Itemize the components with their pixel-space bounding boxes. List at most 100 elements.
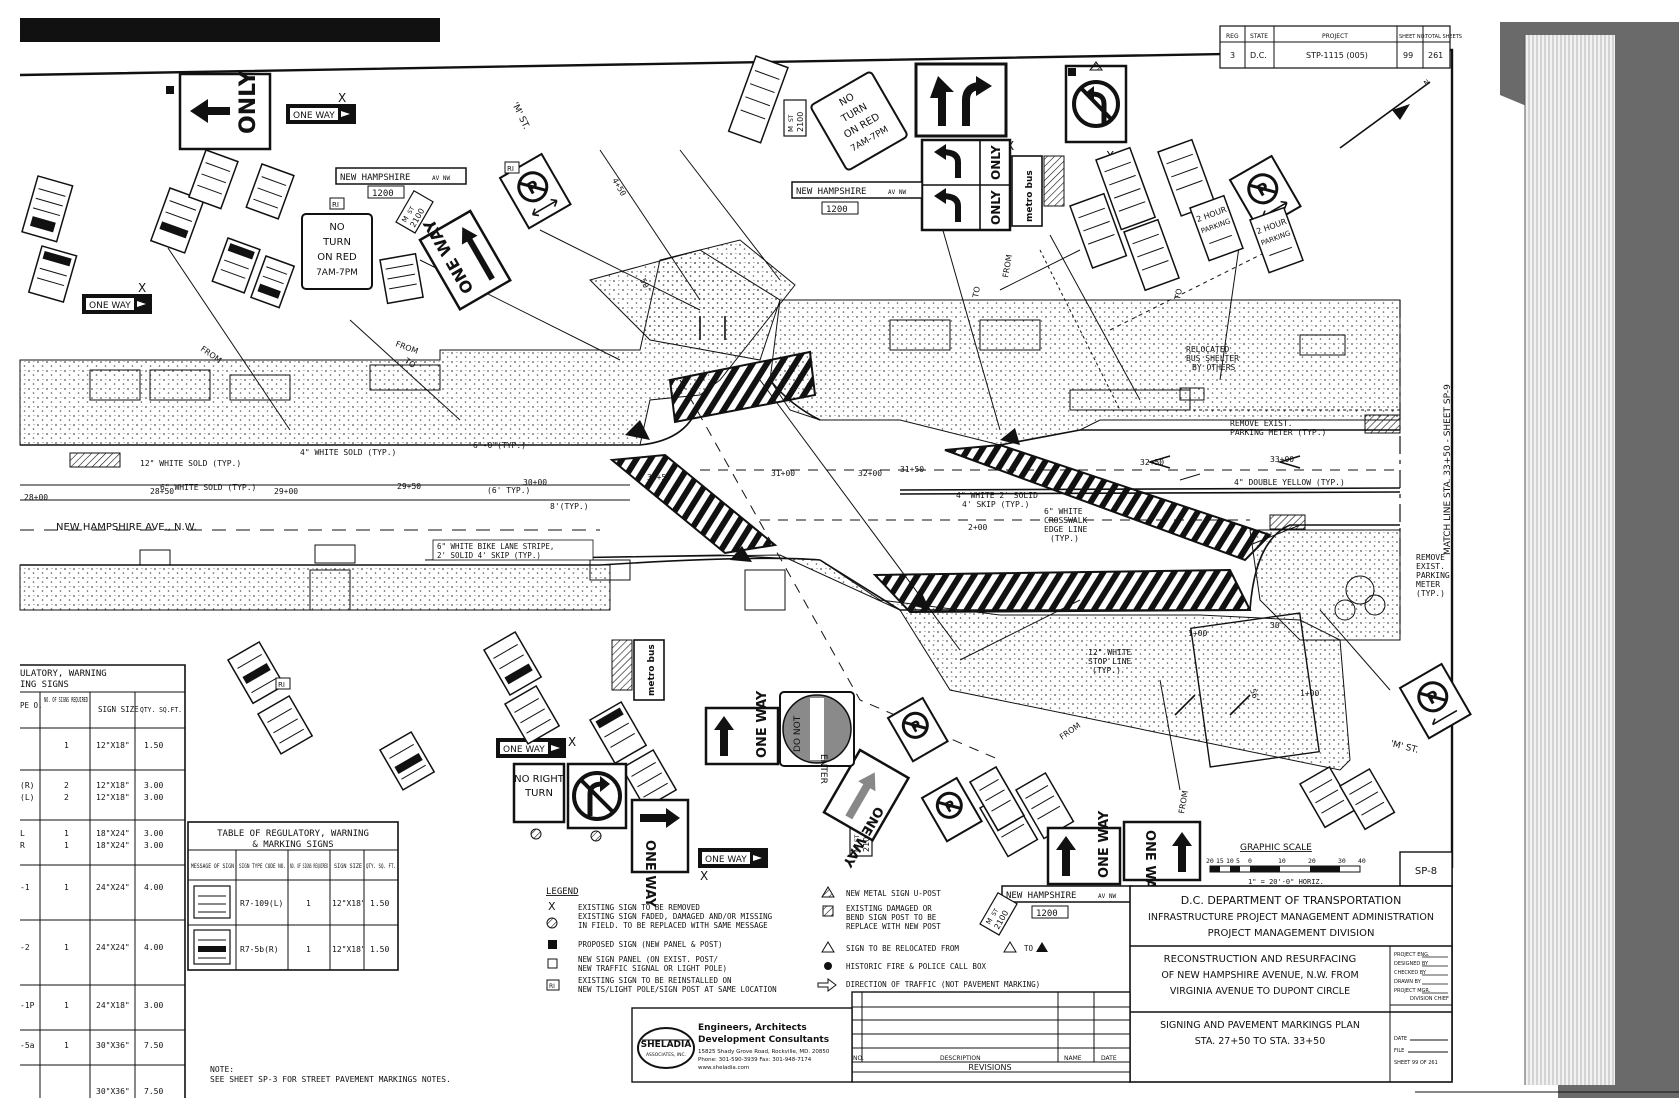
svg-text:M: M [853,846,861,852]
svg-text:AV NW: AV NW [1098,893,1116,900]
one-way-vertical-sign-6: ONE WAY [1122,820,1202,898]
big-table-row-size: 30"X36" [96,1087,130,1096]
consultant-web: www.sheladia.com [698,1065,749,1071]
svg-text:M: M [787,126,795,132]
label-white-solid-4: 4" WHITE SOLD (TYP.) [300,448,396,457]
big-table-row-size: 24"X24" [96,943,130,952]
scale-tick-label: 15 [1216,857,1224,865]
hatched-circle-icon [590,830,602,842]
station-3300: 33+00 [1270,455,1294,464]
two-hour-parking-sign-1: 2 HOUR PARKING [1189,194,1244,262]
svg-text:NEW HAMPSHIRE: NEW HAMPSHIRE [1006,891,1076,901]
label-bus-shelter-3: BY OTHERS [1192,363,1236,372]
scale-tick-label: 10 [1226,857,1234,865]
station-100b: 1+00 [1300,689,1319,698]
label-remove-meter-right-5: (TYP.) [1416,589,1445,598]
header-total-sheets: 261 [1428,51,1443,60]
consultant-phone: Phone: 301-590-3939 Fax: 301-948-7174 [698,1057,812,1063]
snow-route-sign [968,765,1026,832]
only-turn-sign: ONLY ONLY [920,138,1012,232]
big-table-row-count: 2 [64,781,69,790]
svg-text:NO RIGHT: NO RIGHT [514,774,565,785]
open-triangle-icon [821,941,835,953]
big-table-col-type: PE O. [20,701,43,710]
legend-left-text: EXISTING SIGN TO BE REINSTALLED ON [578,976,732,985]
leader-from-5: FROM [1177,790,1190,815]
ri-markers: RI RI RI [275,161,520,690]
label-remove-meter-right-1: REMOVE [1416,553,1445,562]
label-double-yellow: 4" DOUBLE YELLOW (TYP.) [1234,478,1345,487]
station-3100: 31+00 [771,469,795,478]
svg-text:ST: ST [990,907,1000,917]
to-triangle-filled [1036,942,1048,952]
agency-line-3: PROJECT MANAGEMENT DIVISION [1208,928,1375,939]
label-crosswalk-edge-3: EDGE LINE [1044,525,1088,534]
big-table-row-type: (L) [20,793,34,802]
rev-col-name: NAME [1064,1055,1082,1062]
legend-right-text: SIGN TO BE RELOCATED FROM [846,944,959,953]
big-table-row-type: R [20,841,25,850]
svg-text:metro bus: metro bus [1025,170,1035,222]
big-table-row-qty: 3.00 [144,1001,163,1010]
one-way-sign-4: ONE WAY [698,848,768,868]
small-table-col-size: SIGN SIZE [334,863,362,870]
big-table-row-size: 18"X24" [96,841,130,850]
plan-labels: NEW HAMPSHIRE AVE., N.W. 'M' ST. 'M' ST.… [24,101,1453,814]
no-parking-sign-3: P [1398,662,1472,740]
header-col-total: TOTAL SHEETS [1424,34,1462,40]
leader-from-4: FROM [1058,721,1082,742]
label-white-solid-12: 12" WHITE SOLD (TYP.) [140,459,241,468]
leader-to-3: TO [1173,288,1184,302]
big-table-row-count: 1 [64,883,69,892]
no-parking-sign-4: P [886,696,950,763]
big-sign-table: ULATORY, WARNING ING SIGNS PE O. NO. OF … [20,664,186,1098]
metro-bus-sign-1: metro bus [1011,155,1065,227]
do-not-enter-sign: DO NOT ENTER [779,691,855,784]
legend-right-text: BEND SIGN POST TO BE [846,913,937,922]
label-remove-meter-top-1: REMOVE EXIST. [1230,419,1293,428]
project-line-3: VIRGINIA AVENUE TO DUPONT CIRCLE [1170,986,1350,997]
big-table-row-size: 12"X18" [96,741,130,750]
big-table-col-size: SIGN SIZE [98,705,139,714]
signoff-label: PROJECT ENG. [1394,952,1430,958]
one-way-vertical-sign-5: ONE WAY [1046,810,1122,886]
big-table-row-qty: 3.00 [144,829,163,838]
tree [1345,575,1375,605]
header-col-reg: REG [1226,33,1239,40]
legend-right-text: TO [1024,944,1034,953]
scale-tick-label: 5 [1236,857,1240,865]
big-table-row-qty: 1.50 [144,741,163,750]
label-remove-meter-right-3: PARKING [1416,571,1450,580]
graphic-scale-note: 1" = 20'-0" HORIZ. [1248,878,1324,886]
header-reg: 3 [1230,51,1235,60]
consultant-name-1: Engineers, Architects [698,1023,807,1033]
label-bike-lane-2: 2' SOLID 4' SKIP (TYP.) [437,551,541,560]
project-line-1: RECONSTRUCTION AND RESURFACING [1164,954,1357,965]
label-crosswalk-edge-4: (TYP.) [1050,534,1079,543]
header-col-sheet: SHEET NO. [1399,34,1426,40]
station-3150: 31+50 [900,465,924,474]
logo-subtext: ASSOCIATES, INC. [646,1052,686,1058]
header-state: D.C. [1250,51,1267,60]
legend-right-text: NEW METAL SIGN U-POST [846,889,941,898]
graphic-scale-title: GRAPHIC SCALE [1240,843,1312,853]
big-table-row-type: (R) [20,781,34,790]
open-square-icon [547,958,558,969]
big-table-row-size: 24"X18" [96,1001,130,1010]
sheet-id: SP-8 [1415,866,1437,877]
hatched-circle-icon [546,917,558,929]
one-way-sign-3: ONE WAY [496,738,566,758]
station-450: 4+50 [610,177,628,198]
svg-text:M: M [985,917,995,926]
svg-text:2100: 2100 [796,112,805,132]
plan-stations: STA. 27+50 TO STA. 33+50 [1195,1036,1326,1047]
title-block: SP-8 D.C. DEPARTMENT OF TRANSPORTATION I… [1129,851,1453,1083]
consultant-block: SHELADIA ASSOCIATES, INC. Engineers, Arc… [631,1007,853,1083]
x-mark-icon: X [548,900,556,913]
revisions-block: NO. DESCRIPTION NAME DATE REVISIONS [851,991,1131,1083]
small-table-row1-qty: 1.50 [370,899,389,908]
note-text: SEE SHEET SP-3 FOR STREET PAVEMENT MARKI… [210,1075,451,1084]
dim-30: 30' [1270,621,1284,630]
small-table-row1-code: R7-109(L) [240,899,283,908]
